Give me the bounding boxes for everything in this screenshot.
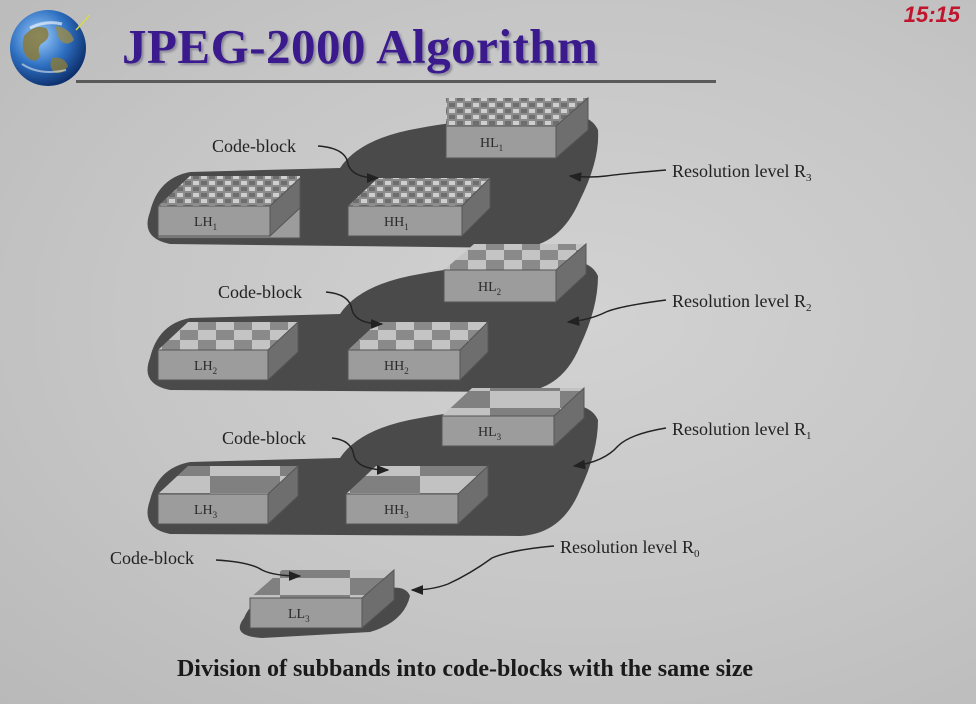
block-hh3: HH3	[345, 464, 489, 526]
block-hl3: HL3	[441, 386, 585, 448]
slide-caption: Division of subbands into code-blocks wi…	[176, 656, 754, 682]
code-block-label-r2: Code-block	[218, 282, 302, 302]
level-r3: HL1 LH1 HH1 Code-bl	[147, 96, 812, 248]
resolution-arrow-r2	[566, 299, 667, 326]
globe-icon	[10, 10, 90, 86]
code-block-label-r0: Code-block	[110, 548, 194, 568]
svg-text:LH1: LH1	[194, 215, 217, 232]
block-hl1: HL1	[445, 96, 589, 160]
block-hh2: HH2	[347, 320, 489, 382]
block-lh2: LH2	[157, 320, 299, 382]
svg-text:HL3: HL3	[478, 425, 502, 442]
svg-text:HL2: HL2	[478, 280, 501, 297]
block-lh3: LH3	[157, 464, 299, 526]
title-underline	[76, 80, 716, 83]
code-block-arrow-r2	[325, 291, 384, 329]
resolution-arrow-r3	[568, 169, 667, 182]
resolution-label-r0: Resolution level R0	[560, 537, 700, 560]
block-lh1: LH1	[157, 176, 301, 239]
resolution-label-r1: Resolution level R1	[672, 419, 812, 442]
code-block-arrow-r0	[215, 559, 302, 581]
resolution-arrow-r1	[572, 427, 667, 470]
svg-text:LL3: LL3	[288, 607, 310, 624]
clock-readout: 15:15	[903, 2, 960, 27]
level-r0: LL3 Code-block Resolution level R0	[110, 537, 700, 638]
svg-text:HH1: HH1	[384, 215, 409, 232]
svg-text:LH3: LH3	[194, 503, 218, 520]
svg-text:LH2: LH2	[194, 359, 217, 376]
code-block-arrow-r1	[331, 437, 390, 475]
svg-text:HH2: HH2	[384, 359, 409, 376]
level-r1: HL3 LH3 HH3 Code-block	[147, 386, 812, 536]
code-block-label-r1: Code-block	[222, 428, 306, 448]
block-hl2: HL2	[443, 242, 587, 304]
level-r2: HL2 LH2 HH2 Code-block	[147, 242, 812, 392]
block-ll3: LL3	[249, 568, 395, 630]
svg-text:HL1: HL1	[480, 136, 503, 153]
svg-text:HH3: HH3	[384, 503, 409, 520]
code-block-arrow-r3	[317, 145, 380, 183]
slide-title: JPEG-2000 Algorithm	[122, 19, 599, 74]
code-block-label-r3: Code-block	[212, 136, 296, 156]
block-hh1: HH1	[347, 176, 491, 238]
resolution-arrow-r0	[410, 545, 555, 595]
resolution-label-r2: Resolution level R2	[672, 291, 812, 314]
resolution-label-r3: Resolution level R3	[672, 161, 812, 184]
